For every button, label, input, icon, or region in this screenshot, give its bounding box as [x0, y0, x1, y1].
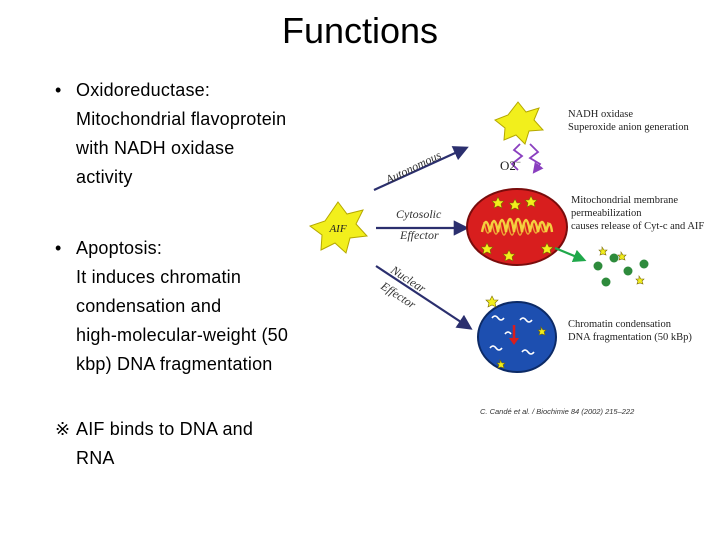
o2-label: O2− — [500, 157, 521, 173]
bullet-marker: • — [55, 238, 62, 258]
bullet-heading: Apoptosis: — [76, 238, 163, 258]
bullet-text-line: with NADH oxidase — [76, 138, 235, 158]
nadh-oxidase-star-icon — [494, 101, 545, 145]
bullet-text-line: kbp) DNA fragmentation — [76, 354, 273, 374]
dna-fragmentation-text: DNA fragmentation (50 kBp) — [568, 332, 692, 343]
effector-label: Effector — [399, 228, 439, 242]
nucleus-icon — [477, 295, 557, 373]
reference-mark: ※ — [55, 419, 71, 439]
aif-star-icon: AIF — [308, 201, 369, 254]
release-arrow — [554, 246, 587, 263]
mito-permeabilization-text: permeabilization — [571, 208, 642, 219]
released-cytc-aif — [593, 246, 649, 287]
bullet-text-line: condensation and — [76, 296, 222, 316]
autonomous-label: Autonomous — [382, 148, 443, 187]
aif-label: AIF — [328, 223, 346, 235]
superoxide-generation-text: Superoxide anion generation — [568, 122, 689, 133]
page-title: Functions — [281, 10, 439, 51]
citation: C. Candé et al. / Biochimie 84 (2002) 21… — [480, 407, 635, 416]
nadh-oxidase-text: NADH oxidase — [568, 109, 633, 120]
superoxide-zigzag-left — [510, 143, 524, 171]
bullet-text-line: activity — [76, 167, 133, 187]
bullet-text-line: It induces chromatin — [76, 267, 242, 287]
bullet-oxidoreductase: • Oxidoreductase: Mitochondrial flavopro… — [55, 76, 325, 192]
mito-release-text: causes release of Cyt-c and AIF — [571, 221, 704, 232]
bullet-marker: • — [55, 80, 62, 100]
mitochondrion-aif-stars — [480, 195, 554, 262]
mito-permeabilization-text: Mitochondrial membrane — [571, 195, 678, 206]
cytosolic-label: Cytosolic — [396, 207, 442, 221]
bullet-list: • Oxidoreductase: Mitochondrial flavopro… — [55, 76, 325, 473]
note-text-line: AIF binds to DNA and — [76, 419, 254, 439]
bullet-heading: Oxidoreductase: — [76, 80, 211, 100]
note-aif-binding: ※AIF binds to DNA and RNA — [55, 415, 325, 473]
nuclear-arrow — [375, 265, 473, 330]
bullet-apoptosis: • Apoptosis: It induces chromatin conden… — [55, 234, 325, 379]
note-text-line: RNA — [76, 448, 115, 468]
mitochondrion-icon — [466, 188, 568, 266]
bullet-text-line: Mitochondrial flavoprotein — [76, 109, 287, 129]
bullet-text-line: high-molecular-weight (50 — [76, 325, 289, 345]
superoxide-zigzag-right — [528, 143, 544, 174]
autonomous-arrow — [373, 146, 469, 192]
chromatin-condensation-text: Chromatin condensation — [568, 319, 672, 330]
